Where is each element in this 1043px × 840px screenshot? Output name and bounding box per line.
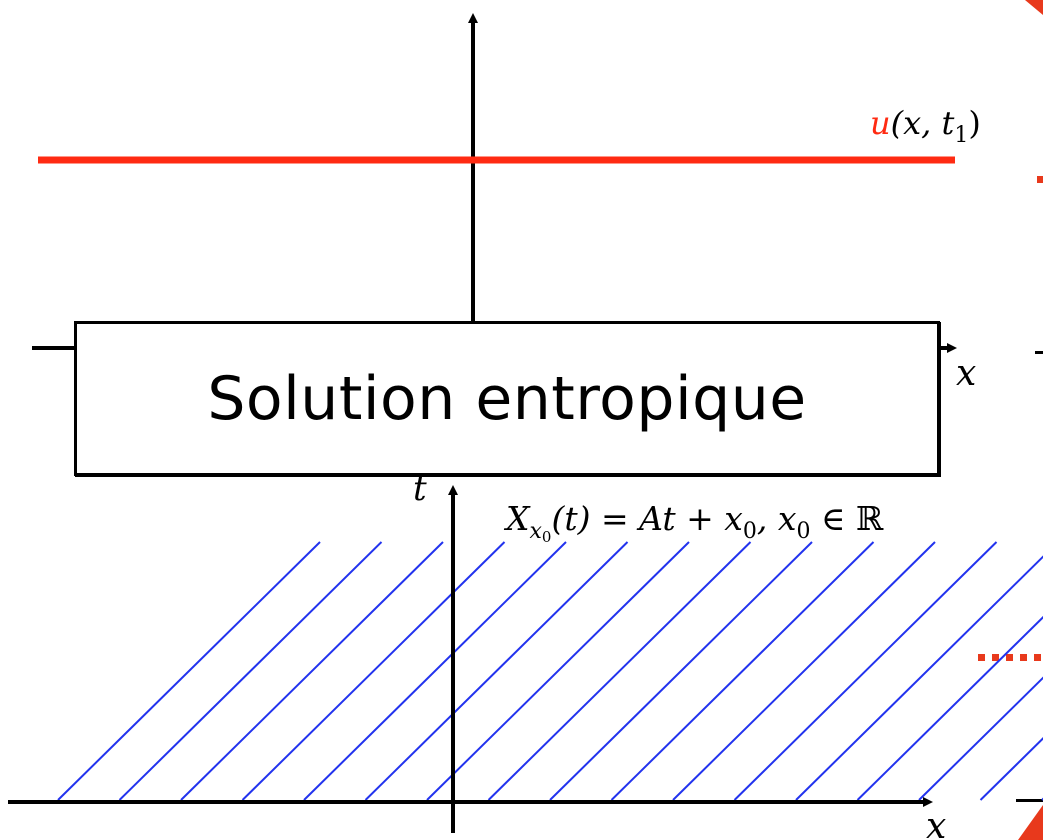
characteristic-line	[241, 541, 506, 801]
formula-rhs-sub: 0	[743, 519, 757, 544]
curve-label-args: (x, t	[891, 104, 955, 142]
formula-set: ∈ ℝ	[810, 499, 883, 538]
characteristic-line	[918, 676, 1043, 801]
t-axis-label: t	[413, 469, 427, 509]
characteristic-line	[979, 737, 1043, 801]
characteristic-line	[426, 541, 690, 801]
top-x-axis-label: x	[956, 353, 976, 394]
accent-dash-2	[1035, 351, 1043, 354]
top-plot: u(x, t1) x	[32, 13, 981, 394]
accent-dash-3	[1016, 799, 1043, 802]
bottom-x-axis-label: x	[926, 806, 946, 840]
characteristic-line	[795, 555, 1043, 801]
characteristic-line	[57, 541, 321, 801]
characteristic-lines	[57, 541, 1043, 801]
characteristic-line	[856, 615, 1043, 801]
bottom-plot: t x Xx0(t) = At + x0, x0 ∈ ℝ	[8, 469, 1043, 840]
characteristic-line	[610, 541, 875, 801]
characteristic-line	[303, 541, 567, 801]
curve-label-fn: u	[870, 104, 891, 142]
characteristic-line	[672, 541, 936, 801]
characteristic-line	[180, 541, 444, 801]
formula-condition-sub: 0	[796, 519, 810, 544]
curve-label-sub: 1	[954, 123, 968, 148]
formula-lhs-subsub: 0	[542, 528, 552, 546]
characteristic-line	[118, 541, 383, 801]
accent-dash-1	[1037, 176, 1043, 183]
solution-curve-label: u(x, t1)	[870, 104, 981, 148]
characteristic-line	[733, 541, 998, 801]
characteristic-line	[364, 541, 629, 801]
accent-dots	[978, 654, 1041, 661]
formula-rhs: (t) = At + x	[551, 499, 743, 538]
characteristic-line	[487, 541, 752, 801]
characteristic-formula: Xx0(t) = At + x0, x0 ∈ ℝ	[503, 499, 884, 546]
formula-condition: , x	[757, 499, 797, 538]
corner-accent-bottom	[1018, 805, 1043, 840]
characteristic-line	[549, 541, 813, 801]
corner-accent-top	[1025, 0, 1043, 15]
formula-lhs: X	[503, 499, 531, 538]
title-box: Solution entropique	[74, 321, 940, 476]
formula-lhs-sub: x	[530, 519, 543, 544]
curve-label-close: )	[968, 104, 980, 142]
title-box-text: Solution entropique	[207, 363, 807, 434]
